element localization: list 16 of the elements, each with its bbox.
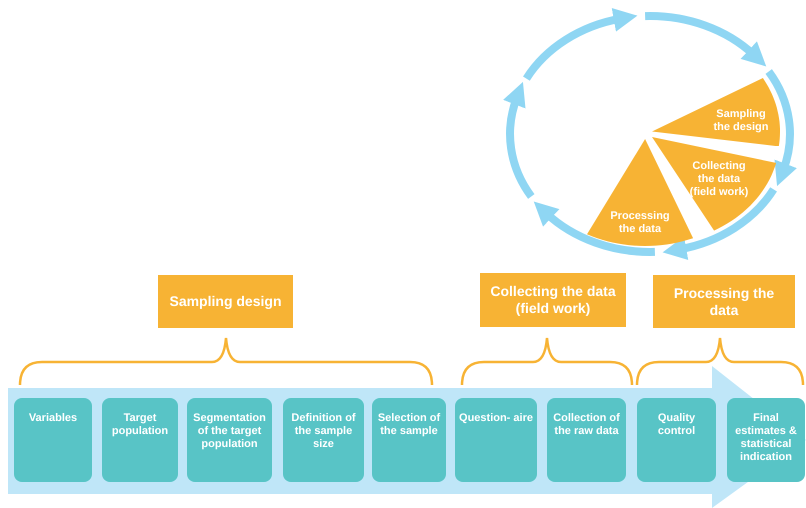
phase-heading-box: Sampling design <box>158 275 293 328</box>
step-box: Target population <box>102 398 178 482</box>
phase-heading-box: Processing the data <box>653 275 795 328</box>
step-box: Final estimates & statistical indication <box>727 398 805 482</box>
pie-slice <box>652 78 780 146</box>
step-box: Segmentation of the target population <box>187 398 272 482</box>
step-box: Collection of the raw data <box>547 398 626 482</box>
step-box: Selection of the sample <box>372 398 446 482</box>
step-box: Definition of the sample size <box>283 398 364 482</box>
step-box: Quality control <box>637 398 716 482</box>
step-box: Question- aire <box>455 398 537 482</box>
slice-label: Processing the data <box>609 210 671 236</box>
slice-label: Collecting the data (field work) <box>688 160 750 199</box>
step-box: Variables <box>14 398 92 482</box>
phase-heading-box: Collecting the data (field work) <box>480 273 626 327</box>
slice-label: Sampling the design <box>712 108 770 134</box>
